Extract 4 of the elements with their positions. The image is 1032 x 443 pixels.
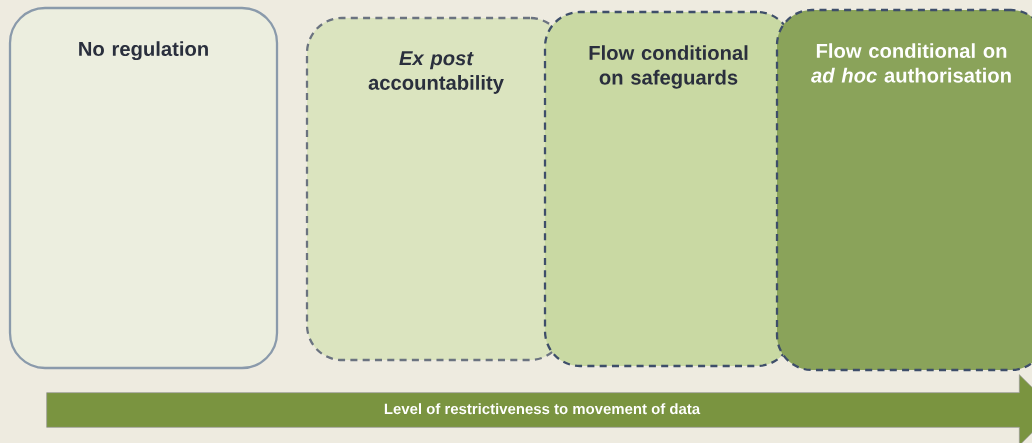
stage-box: Flow conditional on ad hoc authorisation <box>775 8 1032 372</box>
stage-box: Ex post accountability <box>305 16 567 362</box>
stage-box: No regulation <box>8 6 279 370</box>
stage-box: Flow conditional on safeguards <box>543 10 794 368</box>
